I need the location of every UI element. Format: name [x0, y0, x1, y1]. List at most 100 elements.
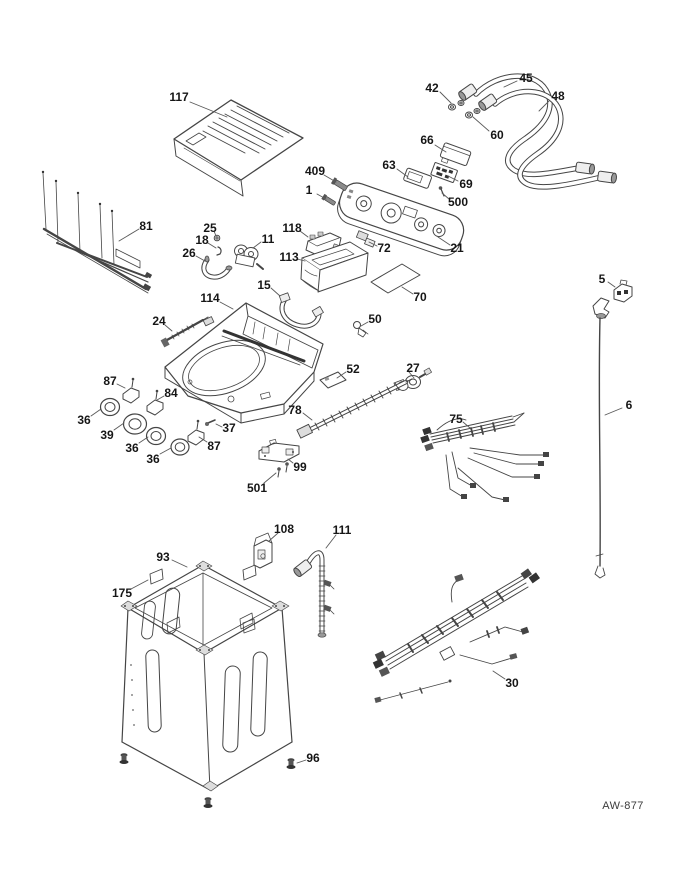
part-label-75: 75 [449, 412, 463, 426]
leader-line-87 [116, 383, 126, 389]
leader-line-24 [164, 324, 173, 332]
leader-line-114 [219, 301, 234, 310]
leader-lines [90, 80, 623, 764]
part-label-108: 108 [273, 522, 295, 536]
leader-line-42 [439, 91, 452, 104]
part-label-84: 84 [164, 386, 178, 400]
part-label-66: 66 [420, 133, 434, 147]
part-label-36: 36 [146, 452, 160, 466]
leader-line-37 [215, 423, 223, 428]
leader-line-72 [368, 241, 378, 247]
part-label-81: 81 [139, 219, 153, 233]
part-label-39: 39 [100, 428, 114, 442]
leader-line-75 [462, 421, 471, 429]
part-label-501: 501 [246, 481, 268, 495]
rod-6-drawing [592, 279, 633, 579]
part-label-36: 36 [125, 441, 139, 455]
leader-line-25 [213, 230, 217, 237]
leader-line-93 [171, 559, 188, 568]
part-label-36: 36 [77, 413, 91, 427]
part-label-111: 111 [332, 523, 352, 537]
part-label-50: 50 [368, 312, 382, 326]
leader-line-108 [268, 532, 279, 542]
cabinet-drawing [119, 560, 296, 808]
part-label-45: 45 [519, 71, 533, 85]
part-label-48: 48 [551, 89, 565, 103]
part-label-96: 96 [306, 751, 320, 765]
part-label-15: 15 [257, 278, 271, 292]
wire-harness-30-drawing [372, 568, 540, 703]
part-label-52: 52 [346, 362, 360, 376]
leveling-feet-drawing [119, 753, 296, 808]
leader-line-113 [296, 258, 306, 262]
drain-hose-drawing [293, 550, 335, 638]
part-label-70: 70 [413, 290, 427, 304]
suspension-parts-drawing [99, 377, 216, 456]
leader-line-500 [441, 192, 450, 200]
leader-line-84 [156, 395, 165, 401]
leader-line-63 [396, 168, 409, 178]
leader-line-78 [302, 412, 313, 421]
part-label-99: 99 [293, 460, 307, 474]
leader-line-52 [336, 371, 347, 379]
leader-line-36 [159, 447, 172, 455]
hose-clamp-15-drawing [278, 292, 324, 329]
leader-line-26 [195, 255, 206, 262]
part-label-409: 409 [304, 164, 326, 178]
part-label-42: 42 [425, 81, 439, 95]
part-label-72: 72 [377, 241, 391, 255]
leader-line-66 [434, 144, 447, 153]
doc-code: AW-877 [602, 800, 644, 812]
wire-harness-75-drawing [420, 412, 549, 502]
sheet-70-drawing [370, 263, 421, 294]
part-label-25: 25 [203, 221, 217, 235]
wire-harness-81-drawing [41, 170, 153, 294]
part-label-114: 114 [200, 291, 220, 305]
part-label-18: 18 [195, 233, 209, 247]
leader-line-48 [538, 100, 550, 112]
dispenser-drawing [300, 231, 369, 293]
part-label-69: 69 [459, 177, 473, 191]
top-cover-drawing [160, 302, 324, 424]
part-label-37: 37 [222, 421, 236, 435]
leader-line-409 [323, 174, 337, 183]
part-label-113: 113 [279, 250, 299, 264]
part-label-26: 26 [182, 246, 196, 260]
leader-line-18 [207, 242, 217, 249]
leader-line-36 [90, 408, 102, 417]
part-label-5: 5 [598, 272, 606, 286]
leader-line-50 [360, 321, 369, 327]
leader-line-45 [503, 80, 518, 88]
clip-50-drawing [353, 321, 369, 338]
screw-24-drawing [160, 316, 209, 348]
part-label-30: 30 [505, 676, 519, 690]
leader-line-96 [296, 759, 307, 764]
leader-line-36 [138, 436, 149, 444]
leader-line-501 [263, 472, 277, 484]
part-label-60: 60 [490, 128, 504, 142]
leader-line-70 [401, 286, 414, 295]
leader-line-87 [198, 436, 208, 443]
part-label-11: 11 [261, 232, 275, 246]
leader-line-69 [447, 175, 459, 182]
part-label-24: 24 [152, 314, 166, 328]
lid-drawing [173, 99, 304, 197]
leader-line-21 [437, 236, 451, 246]
part-label-87: 87 [103, 374, 117, 388]
leader-line-15 [270, 287, 281, 297]
leader-line-11 [252, 241, 262, 249]
leader-line-27 [408, 371, 415, 379]
leader-line-60 [472, 116, 490, 132]
rod-78-drawing [296, 378, 413, 439]
leader-line-81 [118, 228, 140, 242]
leader-line-1 [316, 193, 327, 200]
part-label-87: 87 [207, 439, 221, 453]
leader-line-5 [607, 281, 616, 288]
part-label-1: 1 [305, 183, 313, 197]
part-label-175: 175 [111, 586, 133, 600]
part-label-78: 78 [288, 403, 302, 417]
fill-hoses-drawing [448, 73, 617, 190]
leader-line-6 [604, 407, 623, 416]
